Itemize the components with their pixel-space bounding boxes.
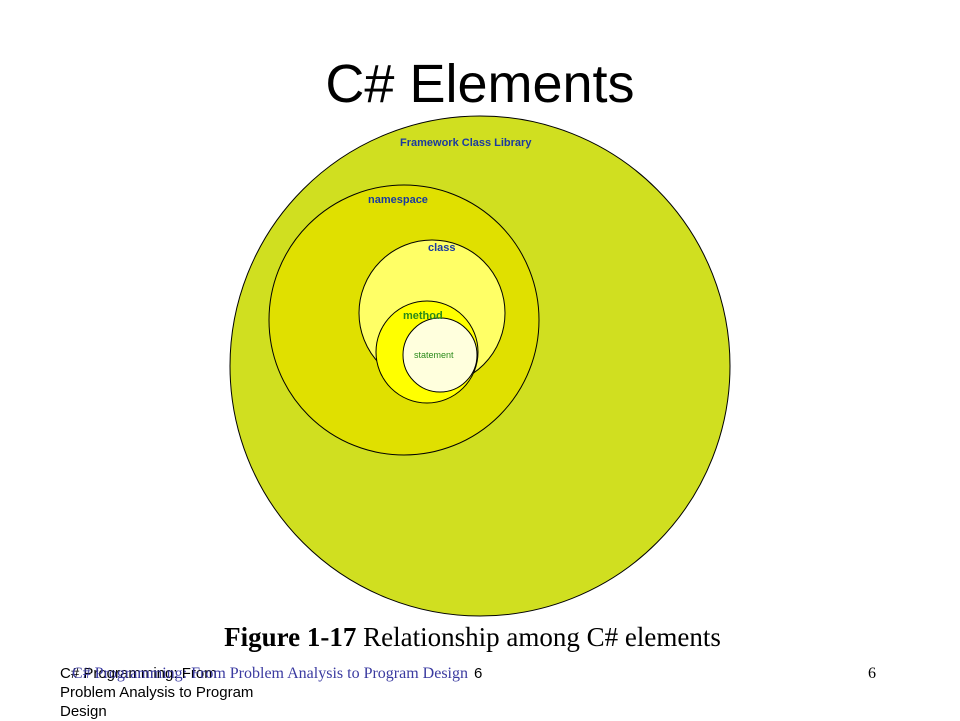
figure-caption-text: Relationship among C# elements: [356, 622, 721, 652]
method-label: method: [403, 310, 443, 322]
framework-class-library-label: Framework Class Library: [400, 137, 532, 149]
footer-center-page-number: 6: [474, 665, 483, 682]
namespace-label: namespace: [368, 194, 428, 206]
footer-left-text: C# Programming: From Problem Analysis to…: [60, 665, 254, 720]
figure-number: Figure 1-17: [224, 622, 357, 652]
figure-caption: Figure 1-17 Relationship among C# elemen…: [0, 620, 945, 654]
class-label: class: [428, 242, 456, 254]
slide-title: C# Elements: [325, 54, 635, 114]
statement-label: statement: [414, 350, 454, 360]
footer-right-page-number: 6: [868, 665, 876, 682]
footer-center-text: C# Programming: From Problem Analysis to…: [72, 665, 468, 682]
statement-circle: [402, 317, 478, 393]
